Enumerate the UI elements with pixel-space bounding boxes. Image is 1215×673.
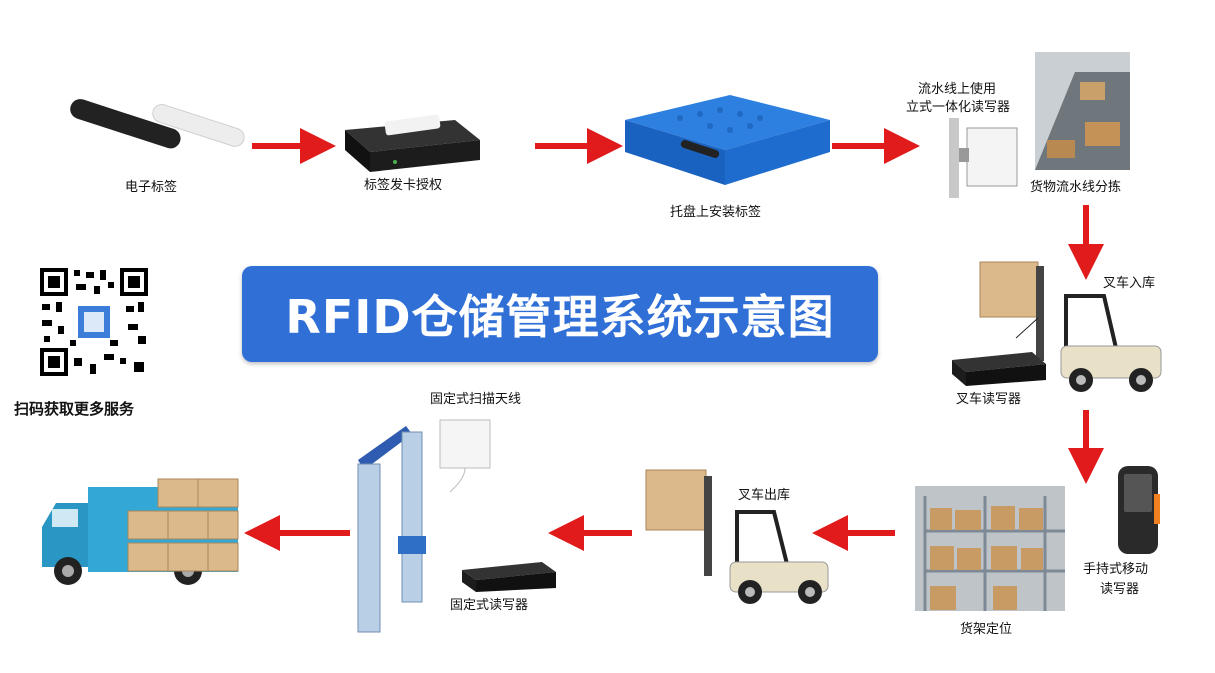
upright-reader-image — [949, 118, 1018, 198]
shelf-label: 货架定位 — [960, 622, 1013, 637]
fixed-antenna-label: 固定式扫描天线 — [430, 392, 522, 407]
portal-gate-image — [357, 426, 426, 633]
qr-code-image — [38, 266, 150, 378]
forklift-out-image — [645, 469, 829, 604]
forklift-in-image — [979, 261, 1162, 392]
tag-issuer-image — [345, 114, 480, 172]
forklift-reader-device — [952, 352, 1046, 386]
sorting-label: 货物流水线分拣 — [1030, 180, 1122, 195]
shelf-photo — [915, 486, 1065, 611]
tag-issuer-label: 标签发卡授权 — [364, 178, 443, 193]
truck-image — [42, 478, 239, 585]
fixed-antenna-image — [439, 419, 491, 493]
handheld-label-1: 手持式移动 — [1083, 562, 1149, 577]
diagram-title-banner: RFID仓储管理系统示意图 — [242, 266, 878, 362]
sorting-line-photo — [1035, 52, 1130, 170]
qr-caption: 扫码获取更多服务 — [14, 400, 135, 418]
line-reader-label-1: 流水线上使用 — [918, 82, 997, 97]
pallet-image — [625, 95, 830, 185]
forklift-reader-label: 叉车读写器 — [956, 392, 1022, 407]
handheld-reader-image — [1118, 466, 1160, 554]
electronic-tag-image — [70, 99, 245, 149]
handheld-label-2: 读写器 — [1100, 582, 1140, 597]
forklift-in-label: 叉车入库 — [1103, 276, 1156, 291]
electronic-tag-label: 电子标签 — [125, 180, 178, 195]
line-reader-label-2: 立式一体化读写器 — [906, 100, 1011, 115]
fixed-reader-label: 固定式读写器 — [450, 598, 529, 613]
pallet-label: 托盘上安装标签 — [670, 205, 762, 220]
forklift-out-label: 叉车出库 — [738, 488, 791, 503]
fixed-reader-device — [462, 562, 556, 592]
